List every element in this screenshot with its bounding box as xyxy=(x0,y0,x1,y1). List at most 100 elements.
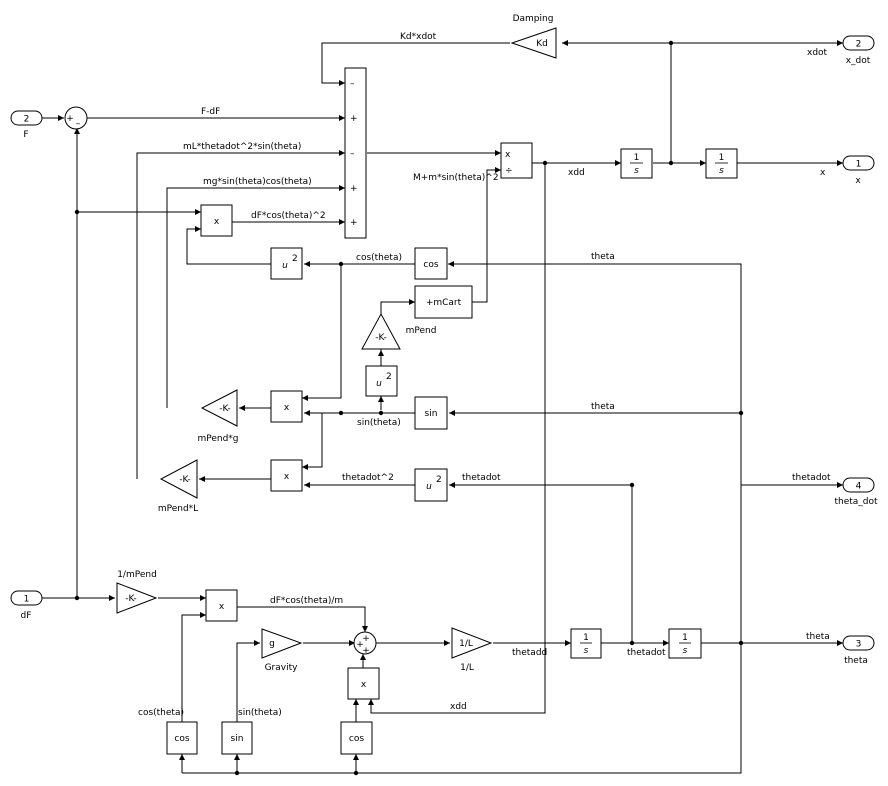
int-den: s xyxy=(634,166,639,176)
integrator-x[interactable]: 1 s xyxy=(705,148,738,179)
mpend-gain[interactable]: -K- mPend xyxy=(361,312,437,350)
cos-block-bottom-right[interactable]: cos xyxy=(340,721,373,755)
junction-dot xyxy=(668,40,674,46)
outport-x[interactable]: 1 x xyxy=(842,155,875,186)
inv-l-gain[interactable]: 1/L 1/L xyxy=(451,627,493,673)
product-ml[interactable]: x xyxy=(270,459,303,492)
signal-label: thetadot^2 xyxy=(342,473,394,483)
int-den: s xyxy=(719,166,724,176)
gravity-gain[interactable]: g Gravity xyxy=(261,628,303,673)
junction-dot xyxy=(668,160,674,166)
signal-label: thetadot xyxy=(792,473,831,483)
junction-dot xyxy=(542,160,548,166)
signal-label: cos(theta) xyxy=(138,708,184,718)
int-den: s xyxy=(584,646,589,656)
big-sum[interactable]: – + – + + xyxy=(344,67,367,239)
block-label: -K- xyxy=(375,333,386,343)
sign: + xyxy=(350,218,358,228)
port-sign: x xyxy=(505,150,511,160)
signal-label: theta xyxy=(591,402,615,412)
u-base: u xyxy=(282,261,288,271)
block-label: x xyxy=(214,217,220,227)
signal-label: xdot xyxy=(807,48,828,58)
sign: – xyxy=(350,149,355,159)
signal-label: xdd xyxy=(568,168,585,178)
product-divide[interactable]: x ÷ xyxy=(500,142,533,179)
signal-label: Kd*xdot xyxy=(400,32,437,42)
port-number: 2 xyxy=(856,40,862,50)
signal-label: dF*cos(theta)/m xyxy=(270,596,343,606)
signal-label: thetadot xyxy=(462,473,501,483)
product-df-cos-m[interactable]: x xyxy=(205,589,238,622)
product-df-cos[interactable]: x xyxy=(200,204,233,237)
sum-bottom[interactable]: + + + xyxy=(353,631,377,656)
port-name: theta_dot xyxy=(834,497,878,507)
inv-mpend-gain[interactable]: -K- 1/mPend xyxy=(116,570,158,614)
block-name: Gravity xyxy=(265,663,299,673)
outport-x-dot[interactable]: 2 x_dot xyxy=(842,35,875,66)
block-label: -K- xyxy=(219,404,230,414)
block-name: 1/L xyxy=(460,663,474,673)
block-label: -K- xyxy=(179,475,190,485)
int-num: 1 xyxy=(719,153,725,163)
port-number: 3 xyxy=(856,640,862,650)
block-label: x xyxy=(284,403,290,413)
block-label: cos xyxy=(423,260,438,270)
signal-label: dF*cos(theta)^2 xyxy=(251,211,326,221)
square-thetadot[interactable]: u 2 xyxy=(414,468,448,502)
outport-theta[interactable]: 3 theta xyxy=(842,635,875,666)
product-xdd-cos[interactable]: x xyxy=(347,667,380,700)
sign: + xyxy=(356,640,364,650)
junction-dot xyxy=(353,770,359,776)
junction-dot xyxy=(738,410,744,416)
u-exp: 2 xyxy=(386,372,392,382)
sign: – xyxy=(76,119,81,129)
cos-block-bottom-left[interactable]: cos xyxy=(166,721,198,755)
block-label: -K- xyxy=(125,594,136,604)
int-num: 1 xyxy=(682,633,688,643)
integrator-xdot[interactable]: 1 s xyxy=(620,148,653,179)
product-mg[interactable]: x xyxy=(270,390,303,423)
sign: + xyxy=(350,184,358,194)
block-label: x xyxy=(361,680,367,690)
mpend-g-gain[interactable]: -K- mPend*g xyxy=(197,389,239,444)
cos-theta-block[interactable]: cos xyxy=(414,247,448,280)
port-number: 1 xyxy=(856,160,862,170)
integrator-thetadot[interactable]: 1 s xyxy=(570,628,602,659)
block-label: cos xyxy=(349,734,364,744)
damping-gain[interactable]: Kd Damping xyxy=(510,14,557,59)
signal-label: F-dF xyxy=(201,107,220,117)
signal-label: thetadot xyxy=(627,648,666,658)
block-name: mPend*g xyxy=(197,434,238,444)
sin-block-bottom[interactable]: sin xyxy=(221,721,253,755)
port-name: x xyxy=(855,176,861,186)
integrator-theta[interactable]: 1 s xyxy=(668,628,702,659)
square-cos[interactable]: u 2 xyxy=(270,247,303,280)
sin-theta-block[interactable]: sin xyxy=(414,396,448,430)
sum-f-df[interactable]: + – xyxy=(64,106,88,130)
block-name: mPend*L xyxy=(158,504,198,514)
port-name: F xyxy=(23,130,28,140)
junction-dot xyxy=(378,410,384,416)
mcart-bias[interactable]: +mCart xyxy=(414,285,473,319)
square-sin[interactable]: u 2 xyxy=(365,365,398,397)
mpend-l-gain[interactable]: -K- mPend*L xyxy=(158,459,198,514)
port-number: 4 xyxy=(856,482,862,492)
block-name: mPend xyxy=(406,326,437,336)
block-label: x xyxy=(284,472,290,482)
junction-dot xyxy=(338,410,344,416)
junction-dot xyxy=(74,209,80,215)
inport-dF[interactable]: 1 dF xyxy=(10,590,43,621)
port-sign: ÷ xyxy=(505,166,513,176)
int-num: 1 xyxy=(634,153,640,163)
signal-label: M+m*sin(theta)^2 xyxy=(413,173,499,183)
sign: + xyxy=(362,646,370,656)
port-name: x_dot xyxy=(846,56,871,66)
signal-label: mL*thetadot^2*sin(theta) xyxy=(183,142,301,152)
junction-dot xyxy=(738,640,744,646)
inport-F[interactable]: 2 F xyxy=(10,110,43,140)
sign: + xyxy=(350,114,358,124)
u-base: u xyxy=(376,379,382,389)
outport-theta-dot[interactable]: 4 theta_dot xyxy=(834,477,878,507)
junction-dots xyxy=(74,40,744,776)
